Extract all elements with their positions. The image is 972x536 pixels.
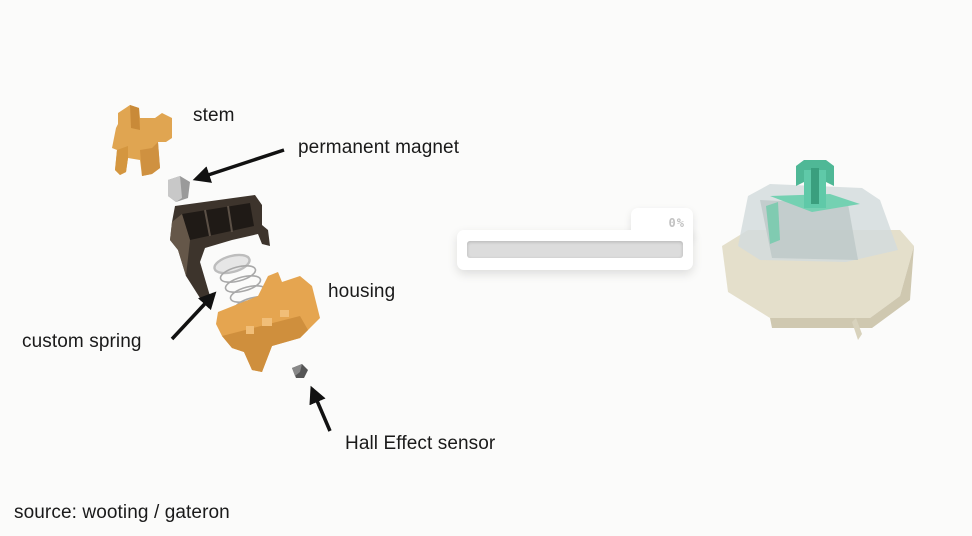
- sensor-arrow: [309, 385, 332, 432]
- stem-label: stem: [193, 105, 235, 126]
- stem-part: [112, 105, 172, 176]
- magnet-arrow: [192, 148, 285, 183]
- source-caption: source: wooting / gateron: [14, 502, 230, 523]
- assembled-switch: [722, 160, 914, 340]
- hall-sensor-part: [292, 364, 308, 378]
- top-housing-part: [170, 195, 270, 298]
- custom-spring-label: custom spring: [22, 331, 142, 352]
- housing-label: housing: [328, 281, 396, 302]
- progress-percent-label: 0%: [668, 216, 685, 230]
- progress-track: [467, 241, 683, 258]
- progress-indicator: 0%: [457, 208, 693, 270]
- housing-part: [216, 272, 320, 372]
- magnet-part: [168, 176, 190, 202]
- spring-arrow: [170, 291, 217, 341]
- hall-effect-sensor-label: Hall Effect sensor: [345, 433, 496, 454]
- permanent-magnet-label: permanent magnet: [298, 137, 460, 158]
